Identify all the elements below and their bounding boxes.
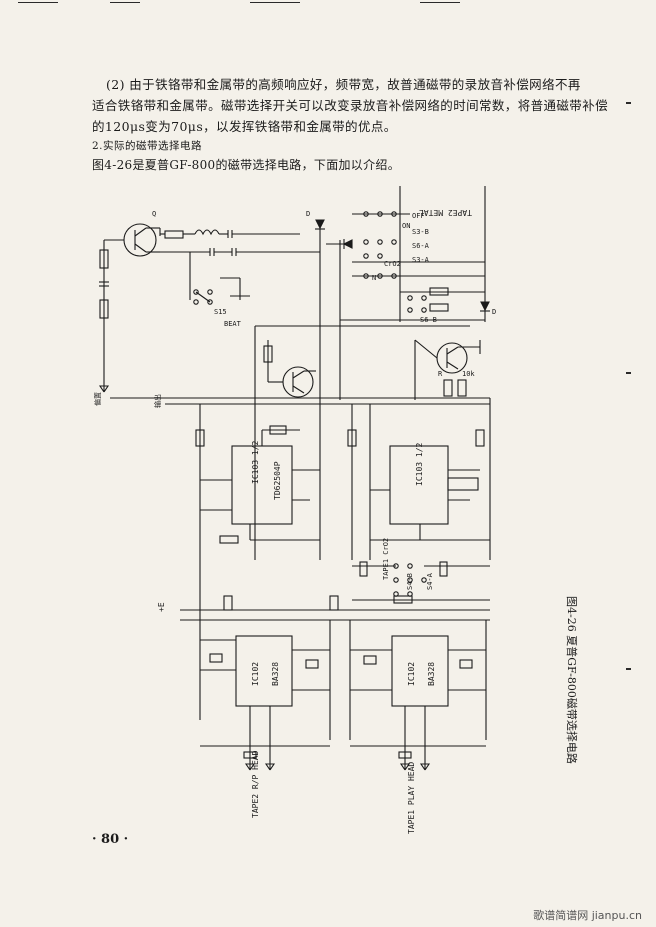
resistor-10k	[457, 379, 467, 397]
scan-edge-mark	[18, 2, 58, 3]
paragraph-line-3: 的120μs变为70μs，以发挥铁铬带和金属带的优点。	[92, 119, 397, 134]
ic102-left	[235, 635, 293, 707]
label-s3b: S3-B	[412, 228, 429, 236]
transistor-q-top	[123, 223, 157, 257]
label-s4a: S4-A	[426, 572, 434, 590]
resistor	[393, 595, 413, 604]
label-ic102-left: IC102	[251, 662, 260, 686]
margin-tick	[626, 372, 631, 374]
label-td62504p: TD62504P	[273, 461, 282, 500]
section-heading: 2.实际的磁带选择电路	[92, 140, 203, 152]
paragraph-line-2: 适合铁铬带和金属带。磁带选择开关可以改变录放音补偿网络的时间常数，将普通磁带补偿	[92, 98, 609, 113]
capacitor-block	[447, 477, 479, 491]
resistor	[329, 595, 339, 611]
label-ba328-right: BA328	[427, 662, 436, 686]
watermark: 歌谱简谱网 jianpu.cn	[533, 909, 642, 922]
label-10k: 10k	[462, 370, 475, 378]
label-ic102-right: IC102	[407, 662, 416, 686]
label-q: Q	[152, 210, 156, 218]
resistor	[429, 303, 449, 312]
resistor	[263, 345, 273, 363]
label-tape2-rp-head: TAPE2 R/P HEAD	[251, 750, 260, 818]
capacitor	[305, 659, 319, 669]
resistor	[429, 287, 449, 296]
figure-caption: 图4-26 夏普GF-800磁带选择电路	[565, 596, 579, 764]
ic103-left	[231, 445, 293, 525]
label-s4b: S4-B	[406, 573, 414, 590]
label-r: R	[438, 370, 443, 378]
label-tape1-cro2: TAPE1 CrO2	[382, 538, 390, 580]
resistor	[223, 595, 233, 611]
label-ic103-left: IC103 1/2	[251, 440, 260, 484]
resistor-r	[443, 379, 453, 397]
paragraph-line-1: (2) 由于铁铬带和金属带的高频响应好，频带宽，故普通磁带的录放音补偿网络不再	[106, 77, 581, 92]
paragraph-tape-compensation: (2) 由于铁铬带和金属带的高频响应好，频带宽，故普通磁带的录放音补偿网络不再 …	[92, 74, 612, 137]
page-number: · 80 ·	[92, 832, 129, 847]
label-plus-e: +E	[157, 602, 166, 612]
margin-tick	[626, 102, 631, 104]
label-on: ON	[402, 222, 410, 230]
label-n: N	[372, 274, 376, 282]
label-ic103-right: IC103 1/2	[415, 442, 424, 486]
label-s15: S15	[214, 308, 227, 316]
inductor-coil	[194, 229, 220, 236]
label-s6b: S6-B	[420, 316, 437, 324]
margin-tick	[626, 668, 631, 670]
label-tape2-metal: TAPE2 METAL	[419, 208, 472, 217]
capacitor	[439, 561, 448, 577]
label-bias-output: 偏置	[93, 392, 102, 406]
resistor	[99, 299, 109, 319]
diode-right	[480, 301, 490, 312]
scan-edge-mark	[420, 2, 460, 3]
label-d-left: D	[306, 210, 310, 218]
resistor	[219, 535, 239, 544]
label-off: OFF	[412, 212, 425, 220]
head-coil	[398, 751, 412, 759]
resistor	[475, 429, 485, 447]
resistor	[195, 429, 205, 447]
head-coil	[243, 751, 257, 759]
scan-edge-mark	[110, 2, 140, 3]
label-cro2: CrO2	[384, 260, 401, 268]
diode-mid	[342, 239, 353, 249]
label-s6a: S6-A	[412, 242, 430, 250]
diode-left	[315, 219, 325, 230]
resistor	[164, 230, 184, 239]
figure-intro: 图4-26是夏普GF-800的磁带选择电路，下面加以介绍。	[92, 158, 400, 172]
capacitor	[209, 653, 223, 663]
ic102-right	[391, 635, 449, 707]
label-ba328-left: BA328	[271, 662, 280, 686]
label-output: 输出	[153, 394, 162, 408]
label-d-right: D	[492, 308, 496, 316]
resistor	[269, 425, 287, 435]
capacitor	[359, 561, 368, 577]
resistor	[99, 249, 109, 269]
label-s3a: S3-A	[412, 256, 430, 264]
label-tape1-play-head: TAPE1 PLAY HEAD	[407, 762, 416, 834]
capacitor	[363, 655, 377, 665]
label-beat: BEAT	[224, 320, 242, 328]
capacitor	[459, 659, 473, 669]
scan-edge-mark	[250, 2, 300, 3]
